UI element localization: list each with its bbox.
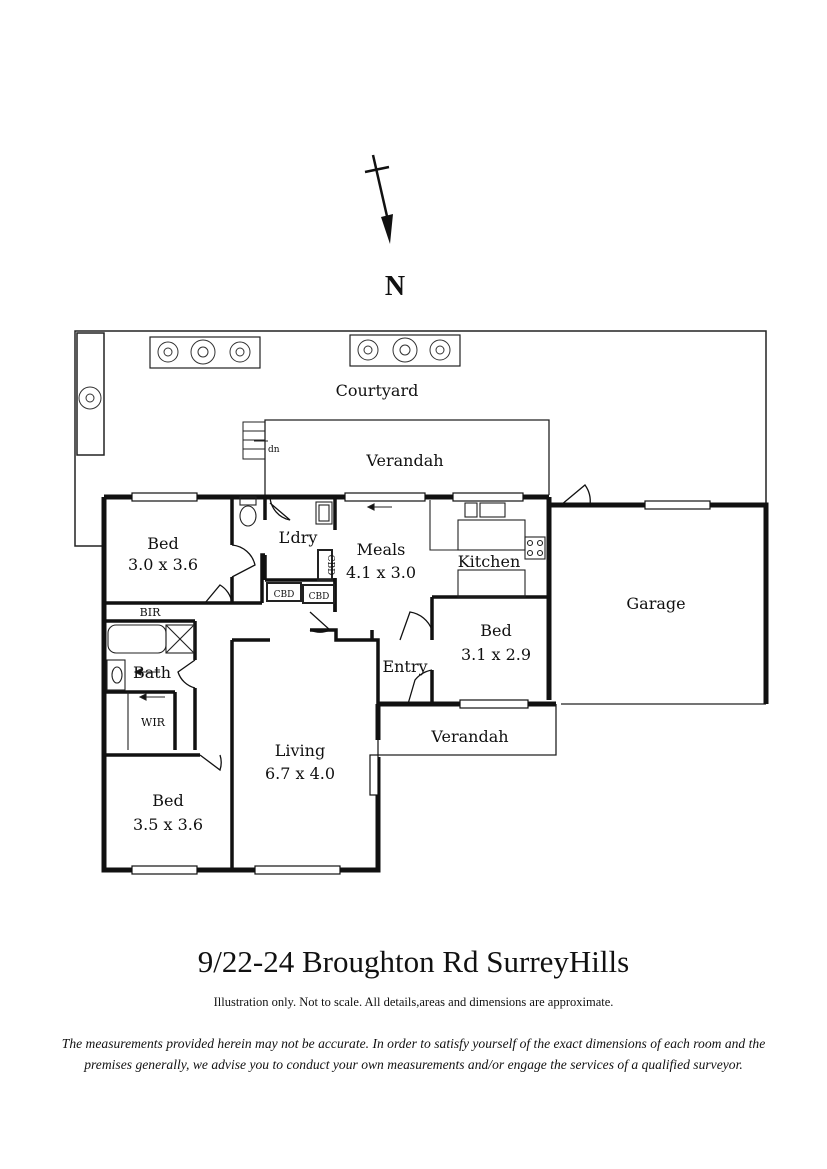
meals-size: 4.1 x 3.0 (346, 563, 416, 582)
bir-label: BIR (140, 606, 161, 619)
bath-label: Bath (133, 663, 171, 682)
stairs-icon (242, 421, 268, 460)
living-label: Living (275, 741, 325, 760)
planter-box-right (349, 334, 461, 367)
cbd-label-3: CBD (325, 555, 335, 576)
external-walls (101, 494, 769, 873)
front-verandah-label: Verandah (430, 727, 508, 746)
cbd-label-1: CBD (274, 590, 295, 600)
wir-label: WIR (141, 716, 166, 729)
meals-label: Meals (357, 540, 406, 559)
measurement-note-line-2: premises generally, we advise you to con… (84, 1057, 743, 1072)
laundry-label: L’dry (279, 528, 318, 547)
north-label: N (385, 271, 405, 302)
measurement-note-line-1: The measurements provided herein may not… (61, 1036, 766, 1051)
floor-plan: N dn (74, 154, 769, 875)
rear-verandah-label: Verandah (365, 451, 443, 470)
kitchen-label: Kitchen (458, 552, 521, 571)
planter-box-left (149, 336, 261, 369)
property-address: 9/22-24 Broughton Rd SurreyHills (197, 944, 630, 979)
tree-icon (78, 386, 102, 410)
bed1-size: 3.0 x 3.6 (128, 555, 198, 574)
doors (177, 484, 591, 772)
bed1-label: Bed (147, 534, 178, 553)
bed2-label: Bed (152, 791, 183, 810)
courtyard-label: Courtyard (336, 381, 419, 400)
courtyard-boundary (74, 330, 767, 547)
entry-label: Entry (382, 657, 427, 676)
bed3-size: 3.1 x 2.9 (461, 645, 531, 664)
windows (131, 492, 711, 875)
living-size: 6.7 x 4.0 (265, 764, 335, 783)
bed3-label: Bed (480, 621, 511, 640)
stairs-label: dn (268, 445, 280, 455)
disclaimer: Illustration only. Not to scale. All det… (213, 995, 614, 1009)
bed2-size: 3.5 x 3.6 (133, 815, 203, 834)
measurement-note: The measurements provided herein may not… (16, 1033, 811, 1075)
north-arrow-icon (364, 154, 393, 244)
fixtures (106, 496, 546, 750)
cbd-label-2: CBD (309, 592, 330, 602)
garage-label: Garage (626, 594, 685, 613)
